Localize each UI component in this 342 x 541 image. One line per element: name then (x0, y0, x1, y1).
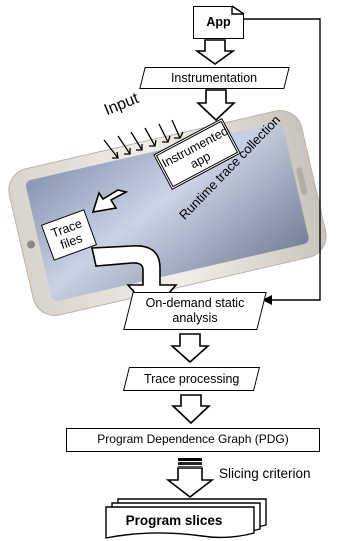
arrow-app-to-instrumentation (194, 39, 236, 65)
pdg-node: Program Dependence Graph (PDG) (66, 428, 320, 452)
app-node: App (193, 6, 244, 39)
app-to-analysis-arrowhead (262, 295, 272, 305)
slicing-criterion-bars (178, 458, 202, 468)
arrow-pdg-to-slices (165, 467, 215, 499)
app-label: App (206, 15, 231, 30)
input-arrows (103, 119, 184, 159)
app-to-analysis-line (244, 18, 321, 301)
arrow-instrumentation-to-app (195, 89, 237, 122)
arrow-app-to-tracefiles (91, 189, 129, 214)
pdg-label: Program Dependence Graph (PDG) (97, 432, 289, 447)
slicing-criterion-label: Slicing criterion (219, 466, 311, 481)
arrow-analysis-to-processing (169, 333, 211, 364)
arrow-processing-to-pdg (170, 394, 212, 425)
program-slices-label: Program slices (125, 513, 223, 528)
